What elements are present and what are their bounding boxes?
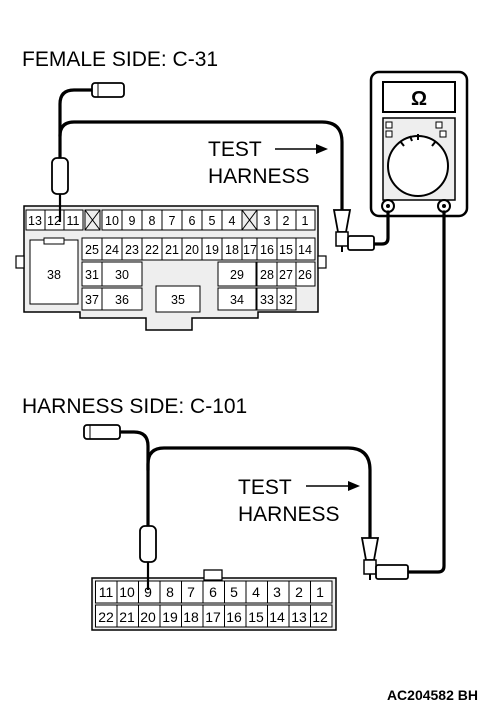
c31-pin-8: 8 xyxy=(149,214,156,228)
reference-code: AC204582 BH xyxy=(387,687,478,703)
c101-pin-1: 1 xyxy=(316,584,324,600)
test-harness-top-line1: TEST xyxy=(208,138,262,161)
c101-pin-16: 16 xyxy=(226,609,242,625)
top-clip-probe xyxy=(332,209,375,252)
connector-c101: 11 10 9 8 7 6 5 4 3 2 1 22 21 20 19 18 1… xyxy=(91,569,337,631)
c31-pin-28: 28 xyxy=(260,268,274,282)
bottom-clip-probe xyxy=(360,537,409,580)
c31-pin-17: 17 xyxy=(243,243,257,257)
c101-pin-21: 21 xyxy=(119,609,135,625)
c101-pin-17: 17 xyxy=(205,609,221,625)
c31-pin-1: 1 xyxy=(302,214,309,228)
meter-display xyxy=(382,81,456,113)
c31-pin-33: 33 xyxy=(260,293,274,307)
connector-c31: 13 12 11 10 9 8 7 6 5 4 3 2 1 25 24 23 2… xyxy=(15,205,327,331)
harness-side-label: HARNESS SIDE: C-101 xyxy=(22,395,247,418)
c31-pin-6: 6 xyxy=(189,214,196,228)
c101-pin-20: 20 xyxy=(140,609,156,625)
c101-pin-12: 12 xyxy=(312,609,328,625)
c31-pin-25: 25 xyxy=(85,243,99,257)
c31-pin-23: 23 xyxy=(125,243,139,257)
c31-pin-12: 12 xyxy=(47,214,61,228)
c31-pin-19: 19 xyxy=(205,243,219,257)
test-harness-top-arrow xyxy=(275,144,328,154)
c31-pin-29: 29 xyxy=(230,268,244,282)
c31-pin-37: 37 xyxy=(85,293,99,307)
ohm-icon: Ω xyxy=(411,88,427,110)
c31-pin-4: 4 xyxy=(229,214,236,228)
c31-pin-10: 10 xyxy=(105,214,119,228)
c101-pin-6: 6 xyxy=(209,584,217,600)
c101-pin-22: 22 xyxy=(98,609,114,625)
c31-pin-27: 27 xyxy=(279,268,293,282)
bottom-loose-plug xyxy=(83,424,121,440)
c101-pin-19: 19 xyxy=(162,609,178,625)
c31-pin-36: 36 xyxy=(115,293,129,307)
c31-pin-16: 16 xyxy=(260,243,274,257)
c31-pin-5: 5 xyxy=(209,214,216,228)
c31-pin-35: 35 xyxy=(171,293,185,307)
c31-pin-32: 32 xyxy=(279,293,293,307)
c101-pin-8: 8 xyxy=(166,584,174,600)
wires xyxy=(58,88,446,574)
c31-pin-3: 3 xyxy=(264,214,271,228)
c31-pin-14: 14 xyxy=(298,243,312,257)
c31-pin-24: 24 xyxy=(105,243,119,257)
c101-pin-14: 14 xyxy=(269,609,285,625)
c101-pin-9: 9 xyxy=(144,584,152,600)
c31-pin-13: 13 xyxy=(28,214,42,228)
selector-dial xyxy=(387,135,449,197)
c31-pin-38: 38 xyxy=(47,268,61,282)
multimeter: Ω xyxy=(369,70,469,218)
c31-pin-22: 22 xyxy=(145,243,159,257)
c31-pin-31: 31 xyxy=(85,268,99,282)
c31-pin-7: 7 xyxy=(169,214,176,228)
c31-pin-2: 2 xyxy=(283,214,290,228)
c31-pin-9: 9 xyxy=(129,214,136,228)
c101-pin-7: 7 xyxy=(187,584,195,600)
c101-pin-10: 10 xyxy=(119,584,135,600)
c31-pin-26: 26 xyxy=(298,268,312,282)
c31-pin-11: 11 xyxy=(67,214,80,228)
c101-pin-2: 2 xyxy=(295,584,303,600)
c101-cavity xyxy=(310,604,333,628)
test-harness-bottom-line2: HARNESS xyxy=(238,503,340,526)
female-side-label: FEMALE SIDE: C-31 xyxy=(22,48,218,71)
c101-pin-4: 4 xyxy=(252,584,260,600)
test-harness-bottom-line1: TEST xyxy=(238,476,292,499)
c31-pin-18: 18 xyxy=(225,243,239,257)
c31-pin-34: 34 xyxy=(230,293,244,307)
c101-pin-15: 15 xyxy=(248,609,264,625)
c101-pin-11: 11 xyxy=(99,584,114,600)
c101-cavity xyxy=(310,580,333,604)
top-loose-plug xyxy=(91,82,125,98)
c101-pin-18: 18 xyxy=(183,609,199,625)
c101-pin-3: 3 xyxy=(273,584,281,600)
c31-pin-20: 20 xyxy=(185,243,199,257)
c31-pin-30: 30 xyxy=(115,268,129,282)
c101-pin-13: 13 xyxy=(291,609,307,625)
test-harness-bottom-arrow xyxy=(306,481,360,491)
test-harness-top-line2: HARNESS xyxy=(208,165,310,188)
c31-pin-15: 15 xyxy=(279,243,293,257)
c101-pin-5: 5 xyxy=(230,584,238,600)
c31-pin-21: 21 xyxy=(165,243,179,257)
